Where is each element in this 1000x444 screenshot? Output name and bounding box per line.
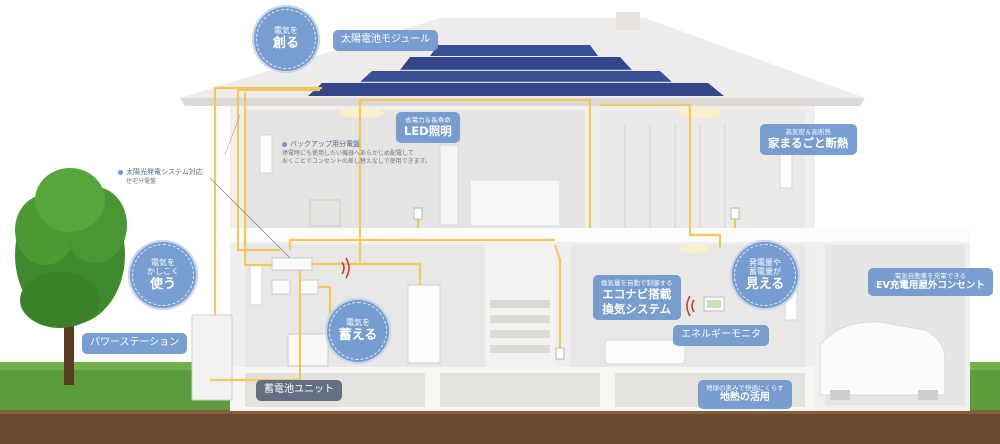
label-whole-house-insulation: 高気密＆高断熱 家まるごと断熱 [760,124,857,155]
note-distribution-panel: 太陽光発電システム対応 住宅分電盤 [118,168,203,186]
power-wiring [210,86,737,382]
label-led-lighting: 省電力＆長寿命 LED照明 [396,112,460,143]
bullet-dot [118,169,123,175]
solar-panels [308,45,724,96]
note-backup-panel: バックアップ用分電盤 停電時にも使用したい機器へあらかじめ配電して おくことでコ… [282,140,432,166]
soil [0,410,1000,444]
bubble-create-electricity: 電気を 創る [252,5,320,73]
bubble-use-electricity: 電気を かしこく 使う [128,240,198,310]
label-ev-outlet: 電気自動車を充電できる EV充電用屋外コンセント [868,268,993,296]
label-ventilation-system: 換気量を自動で制御する エコナビ搭載 換気システム [593,275,681,320]
bullet-dot [282,141,287,147]
label-battery-unit: 蓄電池ユニット [256,380,342,401]
label-solar-module: 太陽電池モジュール [333,30,439,51]
label-power-station: パワーステーション [82,333,188,354]
car-illustration [819,321,946,400]
bubble-see-electricity: 発電量や 蓄電量が 見える [730,240,800,310]
battery-unit [287,333,329,367]
bubble-store-electricity: 電気を 蓄える [325,298,391,364]
label-geothermal: 地球の恵みで快適にくらす 地熱の活用 [698,380,792,409]
label-energy-monitor: エネルギーモニタ [673,325,769,346]
tree-illustration [15,168,127,385]
power-station-unit [191,314,233,401]
